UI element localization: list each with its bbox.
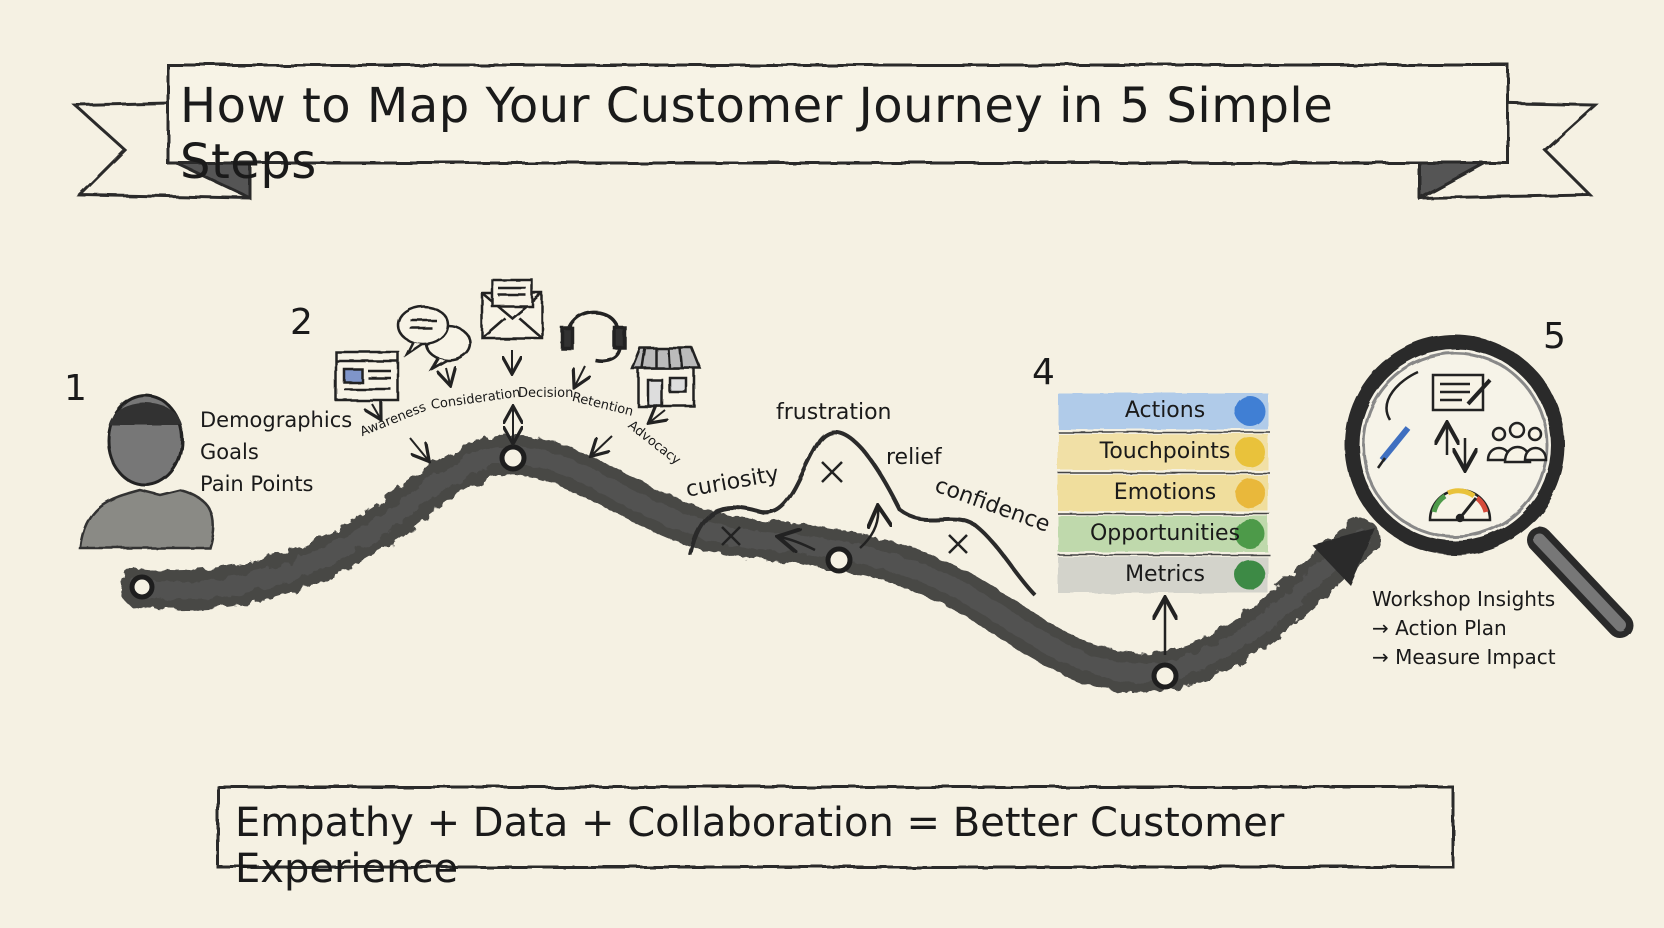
person-icon bbox=[78, 393, 215, 550]
node-stages bbox=[499, 444, 527, 472]
step-number-1: 1 bbox=[64, 368, 87, 409]
persona-attributes: Demographics Goals Pain Points bbox=[200, 404, 352, 500]
journey-nodes bbox=[129, 444, 1179, 690]
gauge-icon bbox=[1428, 488, 1492, 523]
storefront-icon bbox=[630, 346, 702, 408]
persona-attribute-pain-points: Pain Points bbox=[200, 472, 314, 496]
stage-decision: Decision bbox=[518, 386, 574, 401]
title-ribbon bbox=[71, 63, 1599, 201]
browser-icon bbox=[334, 350, 400, 402]
insight-measure-impact: → Measure Impact bbox=[1372, 645, 1556, 669]
node-layers bbox=[1151, 662, 1179, 690]
step-number-4: 4 bbox=[1032, 352, 1055, 393]
insight-workshop: Workshop Insights bbox=[1372, 587, 1556, 611]
insight-action-plan: → Action Plan bbox=[1372, 616, 1507, 640]
envelope-icon bbox=[480, 278, 544, 340]
step-number-2: 2 bbox=[290, 302, 313, 343]
layer-label-actions: Actions bbox=[1124, 398, 1206, 423]
pencil-icon bbox=[1376, 370, 1419, 469]
layer-label-touchpoints: Touchpoints bbox=[1099, 439, 1231, 464]
emotion-frustration: frustration bbox=[776, 400, 892, 425]
emotion-marks bbox=[721, 461, 968, 554]
notepad-icon bbox=[1431, 373, 1492, 412]
stage-arrows bbox=[372, 350, 665, 460]
team-icon bbox=[1486, 421, 1548, 464]
emotion-curve bbox=[688, 430, 1037, 597]
node-start bbox=[129, 574, 155, 600]
persona-attribute-demographics: Demographics bbox=[200, 408, 353, 432]
layer-bands bbox=[1058, 393, 1270, 593]
diagram-title: How to Map Your Customer Journey in 5 Si… bbox=[180, 78, 1334, 190]
insights-list: Workshop Insights → Action Plan → Measur… bbox=[1372, 585, 1556, 672]
chat-bubbles-icon bbox=[396, 304, 472, 372]
magnifier-icon bbox=[1345, 335, 1633, 638]
footer-equation: Empathy + Data + Collaboration = Better … bbox=[235, 800, 1285, 892]
persona-attribute-goals: Goals bbox=[200, 440, 259, 464]
journey-arrowhead bbox=[1312, 528, 1375, 585]
footer-box bbox=[216, 785, 1455, 869]
layer-label-opportunities: Opportunities bbox=[1089, 521, 1241, 546]
emotion-relief: relief bbox=[886, 445, 942, 470]
exchange-arrows bbox=[1447, 425, 1465, 468]
headset-icon bbox=[560, 310, 627, 363]
step-number-5: 5 bbox=[1543, 316, 1566, 357]
layer-label-emotions: Emotions bbox=[1113, 480, 1217, 505]
node-emotions bbox=[825, 546, 853, 574]
layer-label-metrics: Metrics bbox=[1125, 562, 1205, 587]
